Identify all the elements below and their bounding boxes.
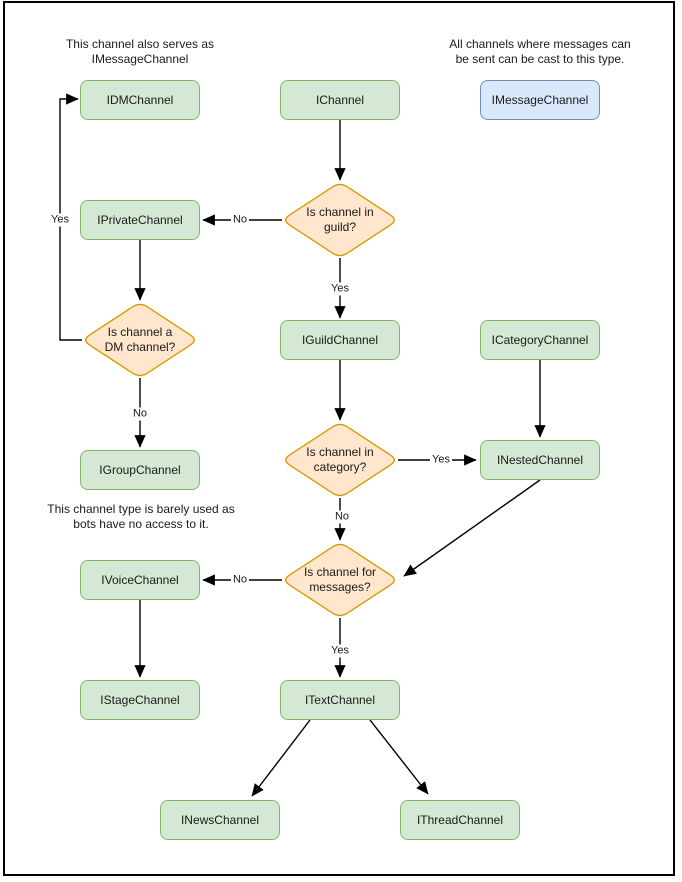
note-line: bots have no access to it. [73, 517, 209, 531]
node-label: ITextChannel [304, 693, 376, 707]
decision-in-guild-shape [285, 183, 395, 257]
node-label: IThreadChannel [416, 813, 504, 827]
edge-label-messages-no: No [230, 573, 250, 587]
node-iprivatechannel: IPrivateChannel [80, 200, 200, 240]
decision-in-guild-label: Is channel in guild? [306, 205, 374, 234]
node-istagechannel: IStageChannel [80, 680, 200, 720]
node-iguildchannel: IGuildChannel [280, 320, 400, 360]
edge-label-guild-no: No [230, 213, 250, 227]
note-line: IMessageChannel [91, 52, 189, 66]
node-ichannel: IChannel [280, 80, 400, 120]
node-ivoicechannel: IVoiceChannel [80, 560, 200, 600]
node-label: IDMChannel [106, 93, 174, 107]
decision-in-category-label: Is channel in category? [306, 445, 374, 474]
note-line: This channel type is barely used as [47, 502, 235, 516]
node-inewschannel: INewsChannel [160, 800, 280, 840]
edge-label-category-yes: Yes [430, 453, 452, 467]
note-idmchannel: This channel also serves as IMessageChan… [40, 37, 240, 67]
node-label: IChannel [315, 93, 365, 107]
node-label: IStageChannel [100, 693, 180, 707]
node-label: IVoiceChannel [101, 573, 179, 587]
edge-label-dm-yes: Yes [49, 213, 71, 227]
node-inestedchannel: INestedChannel [480, 440, 600, 480]
edge-label-messages-yes: Yes [329, 644, 351, 658]
node-label: IPrivateChannel [97, 213, 183, 227]
decision-in-category-shape [285, 423, 395, 497]
node-imessagechannel: IMessageChannel [480, 80, 600, 120]
note-line: All channels where messages can [449, 37, 631, 51]
note-line: be sent can be cast to this type. [455, 52, 625, 66]
note-igroupchannel: This channel type is barely used as bots… [30, 502, 252, 532]
edge-itextchannel-to-ithreadchannel [369, 719, 429, 795]
edge-inestedchannel-to-messages-decision [403, 479, 541, 577]
edge-itextchannel-to-inewschannel [251, 719, 311, 797]
node-label: IGroupChannel [99, 463, 181, 477]
note-line: This channel also serves as [65, 37, 215, 51]
decision-for-messages-label: Is channel for messages? [303, 565, 377, 594]
node-label: ICategoryChannel [491, 333, 589, 347]
node-label: IMessageChannel [491, 93, 589, 107]
node-icategorychannel: ICategoryChannel [480, 320, 600, 360]
node-igroupchannel: IGroupChannel [80, 450, 200, 490]
note-imessagechannel: All channels where messages can be sent … [435, 37, 645, 67]
node-label: INewsChannel [180, 813, 260, 827]
node-itextchannel: ITextChannel [280, 680, 400, 720]
decision-is-dm-label: Is channel a DM channel? [104, 325, 176, 354]
decision-is-dm-shape [85, 303, 195, 377]
node-label: IGuildChannel [301, 333, 379, 347]
node-ithreadchannel: IThreadChannel [400, 800, 520, 840]
edge-label-category-no: No [332, 510, 352, 524]
decision-for-messages-shape [285, 543, 395, 617]
node-label: INestedChannel [496, 453, 584, 467]
node-idmchannel: IDMChannel [80, 80, 200, 120]
edge-label-guild-yes: Yes [329, 282, 351, 296]
edge-label-dm-no: No [130, 407, 150, 421]
